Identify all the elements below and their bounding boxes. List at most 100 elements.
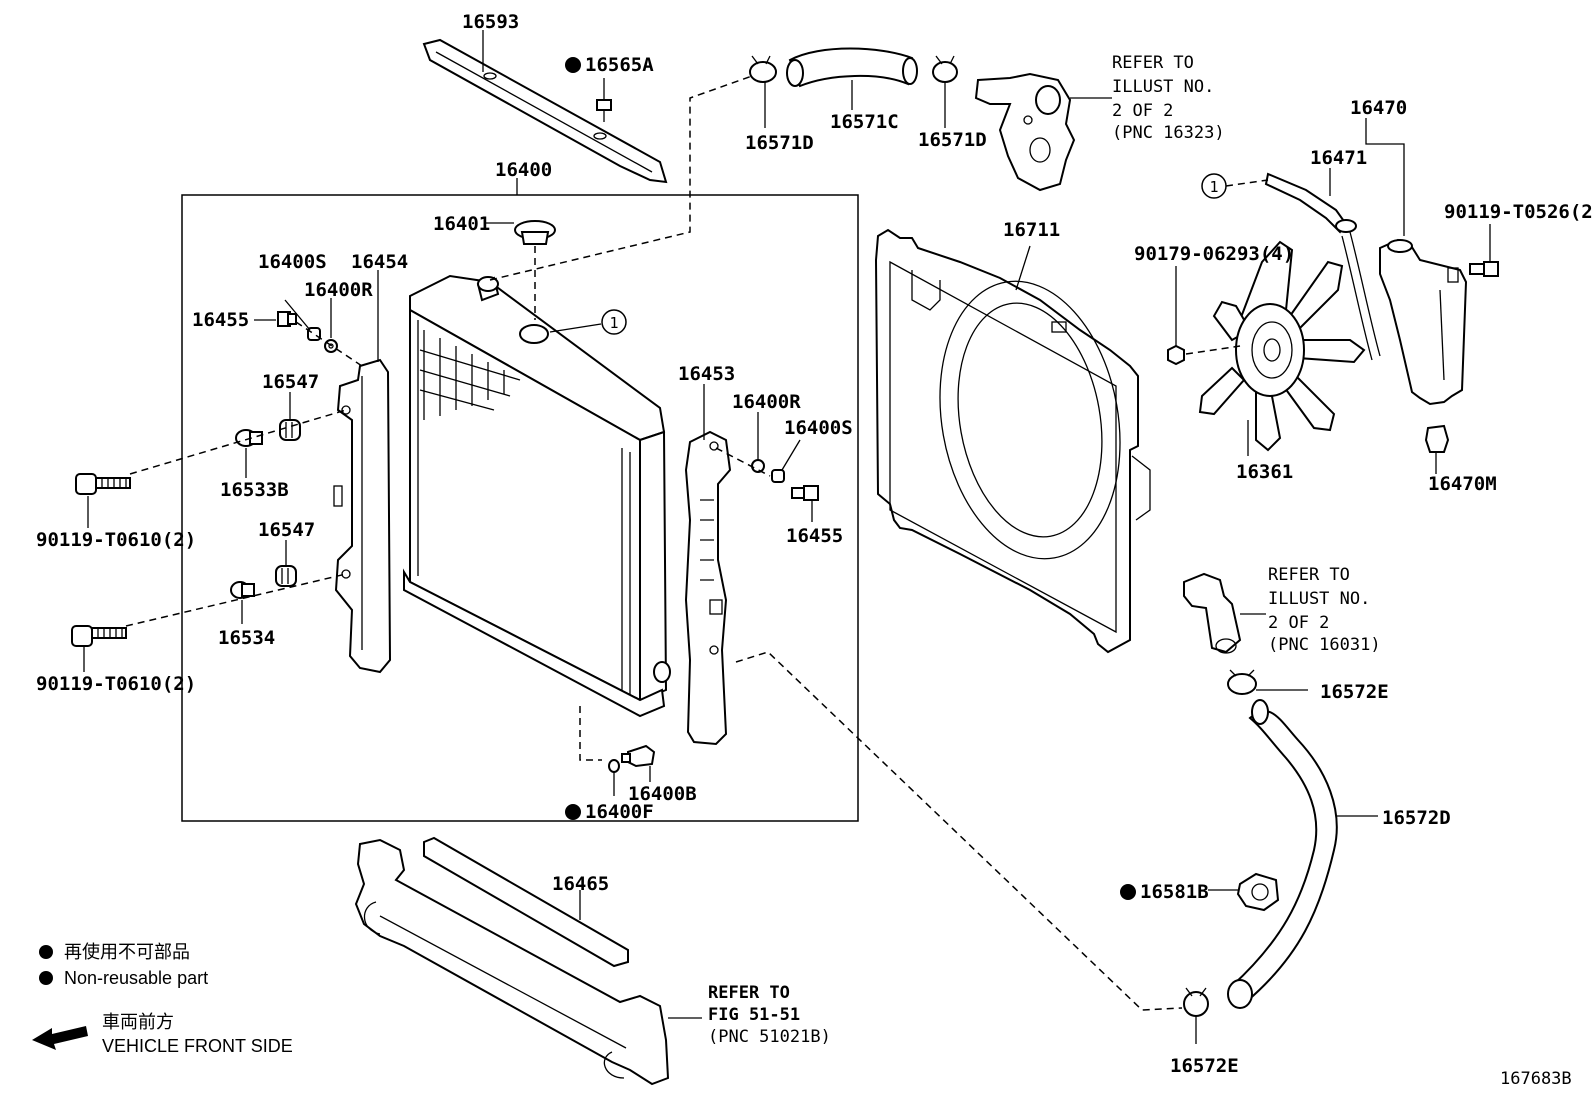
svg-text:ILLUST NO.: ILLUST NO.	[1112, 77, 1214, 97]
fan-shroud	[874, 228, 1151, 654]
svg-text:(PNC 16323): (PNC 16323)	[1112, 123, 1225, 143]
vehicle-front-arrow-icon	[32, 1026, 88, 1050]
svg-text:(PNC 51021B): (PNC 51021B)	[708, 1027, 831, 1047]
refer-note-bottom: REFER TO FIG 51-51 (PNC 51021B)	[708, 983, 831, 1047]
label-16581b: 16581B	[1140, 881, 1209, 903]
label-16571d-right: 16571D	[918, 129, 987, 151]
label-16470: 16470	[1350, 97, 1407, 119]
svg-text:(PNC 16031): (PNC 16031)	[1268, 635, 1381, 655]
label-16571c: 16571C	[830, 111, 899, 133]
grommet-16400s-right	[771, 469, 785, 483]
legend-front-jp: 車両前方	[102, 1012, 174, 1032]
label-16465: 16465	[552, 873, 609, 895]
svg-text:REFER TO: REFER TO	[708, 983, 790, 1003]
legend-nonreusable-jp: 再使用不可部品	[64, 942, 190, 962]
cooling-fan	[1198, 240, 1366, 452]
radiator-lower-seal	[423, 836, 629, 968]
svg-text:1: 1	[1209, 178, 1218, 196]
label-16401: 16401	[433, 213, 490, 235]
label-16711: 16711	[1003, 219, 1060, 241]
radiator-support-bracket-left	[333, 358, 392, 674]
label-16400r-left: 16400R	[304, 279, 373, 301]
label-16400s-right: 16400S	[784, 417, 853, 439]
cushion-16547-lower	[275, 565, 297, 587]
label-16565a: 16565A	[585, 54, 654, 76]
refer-note-top: REFER TO ILLUST NO. 2 OF 2 (PNC 16323)	[1112, 53, 1225, 143]
label-16533b: 16533B	[220, 479, 289, 501]
legend-nonreusable-en: Non-reusable part	[64, 968, 208, 988]
grommet-16533b	[235, 429, 263, 447]
legend-dot	[39, 971, 53, 985]
nonreusable-dot	[1120, 884, 1136, 900]
upper-hose-clamp-left	[749, 55, 777, 83]
svg-text:FIG 51-51: FIG 51-51	[708, 1005, 800, 1025]
bolt-90119-lower	[71, 625, 127, 647]
label-90119-t0610-lower: 90119-T0610(2)	[36, 673, 196, 695]
legend: 再使用不可部品 Non-reusable part 車両前方 VEHICLE F…	[32, 942, 293, 1056]
lower-hose-clamp-upper	[1227, 669, 1257, 695]
clip-16565a	[596, 99, 612, 122]
nonreusable-dot	[565, 57, 581, 73]
radiator-upper-seal	[422, 38, 668, 184]
nonreusable-dot	[565, 804, 581, 820]
upper-hose-clamp-right	[932, 55, 958, 83]
radiator-core	[403, 274, 671, 718]
reservoir-hose	[1264, 172, 1381, 361]
lower-radiator-hose	[1227, 699, 1338, 1009]
label-16454: 16454	[351, 251, 408, 273]
bolt-16455-left	[277, 311, 297, 327]
label-16400b: 16400B	[628, 783, 697, 805]
water-outlet-housing	[974, 72, 1076, 192]
radiator-support-bracket-right	[684, 430, 732, 746]
lower-hose-clamp-lower	[1183, 987, 1209, 1017]
label-16572d: 16572D	[1382, 807, 1451, 829]
washer-16400r-right	[751, 459, 765, 473]
label-16400s-left: 16400S	[258, 251, 327, 273]
upper-radiator-hose	[786, 47, 918, 88]
label-90119-t0610-upper: 90119-T0610(2)	[36, 529, 196, 551]
label-90179-06293: 90179-06293(4)	[1134, 243, 1294, 265]
svg-text:ILLUST NO.: ILLUST NO.	[1268, 589, 1370, 609]
reservoir-cap-16470m	[1424, 424, 1450, 453]
radiator-lower-support	[354, 838, 670, 1086]
callout-circle-1-radiator: 1	[601, 309, 627, 335]
bolt-16455-right	[791, 485, 819, 501]
hose-clip-16581b	[1236, 872, 1280, 912]
label-16455-left: 16455	[192, 309, 249, 331]
radiator-cap	[514, 220, 556, 245]
label-16400r-right: 16400R	[732, 391, 801, 413]
label-16572e-lower: 16572E	[1170, 1055, 1239, 1077]
grommet-16400s-left	[307, 327, 321, 341]
label-16400f: 16400F	[585, 801, 654, 823]
fan-nut	[1167, 344, 1185, 366]
drain-o-ring	[608, 759, 620, 773]
label-16453: 16453	[678, 363, 735, 385]
label-16534: 16534	[218, 627, 275, 649]
label-16571d-left: 16571D	[745, 132, 814, 154]
label-16547-lower: 16547	[258, 519, 315, 541]
label-16547-upper: 16547	[262, 371, 319, 393]
svg-text:2 OF 2: 2 OF 2	[1112, 101, 1173, 121]
svg-text:REFER TO: REFER TO	[1112, 53, 1194, 73]
drain-cock-plug	[621, 744, 656, 768]
svg-text:1: 1	[609, 314, 618, 332]
radiator-assembly-box	[181, 194, 859, 822]
label-16572e-upper: 16572E	[1320, 681, 1389, 703]
legend-front-en: VEHICLE FRONT SIDE	[102, 1036, 293, 1056]
label-16471: 16471	[1310, 147, 1367, 169]
coolant-reservoir-tank	[1379, 238, 1468, 406]
reservoir-bolt	[1469, 261, 1499, 277]
figure-id: 167683B	[1500, 1069, 1572, 1089]
bolt-90119-upper	[75, 473, 131, 495]
label-90119-t0526: 90119-T0526(2)	[1444, 201, 1592, 223]
label-16593: 16593	[462, 11, 519, 33]
legend-dot	[39, 945, 53, 959]
svg-text:2 OF 2: 2 OF 2	[1268, 613, 1329, 633]
refer-note-right: REFER TO ILLUST NO. 2 OF 2 (PNC 16031)	[1268, 565, 1381, 655]
water-inlet-housing	[1183, 572, 1242, 654]
svg-text:REFER TO: REFER TO	[1268, 565, 1350, 585]
cushion-16547-upper	[279, 419, 301, 441]
callout-circle-1-reservoir: 1	[1201, 173, 1227, 199]
label-16470m: 16470M	[1428, 473, 1497, 495]
label-16361: 16361	[1236, 461, 1293, 483]
